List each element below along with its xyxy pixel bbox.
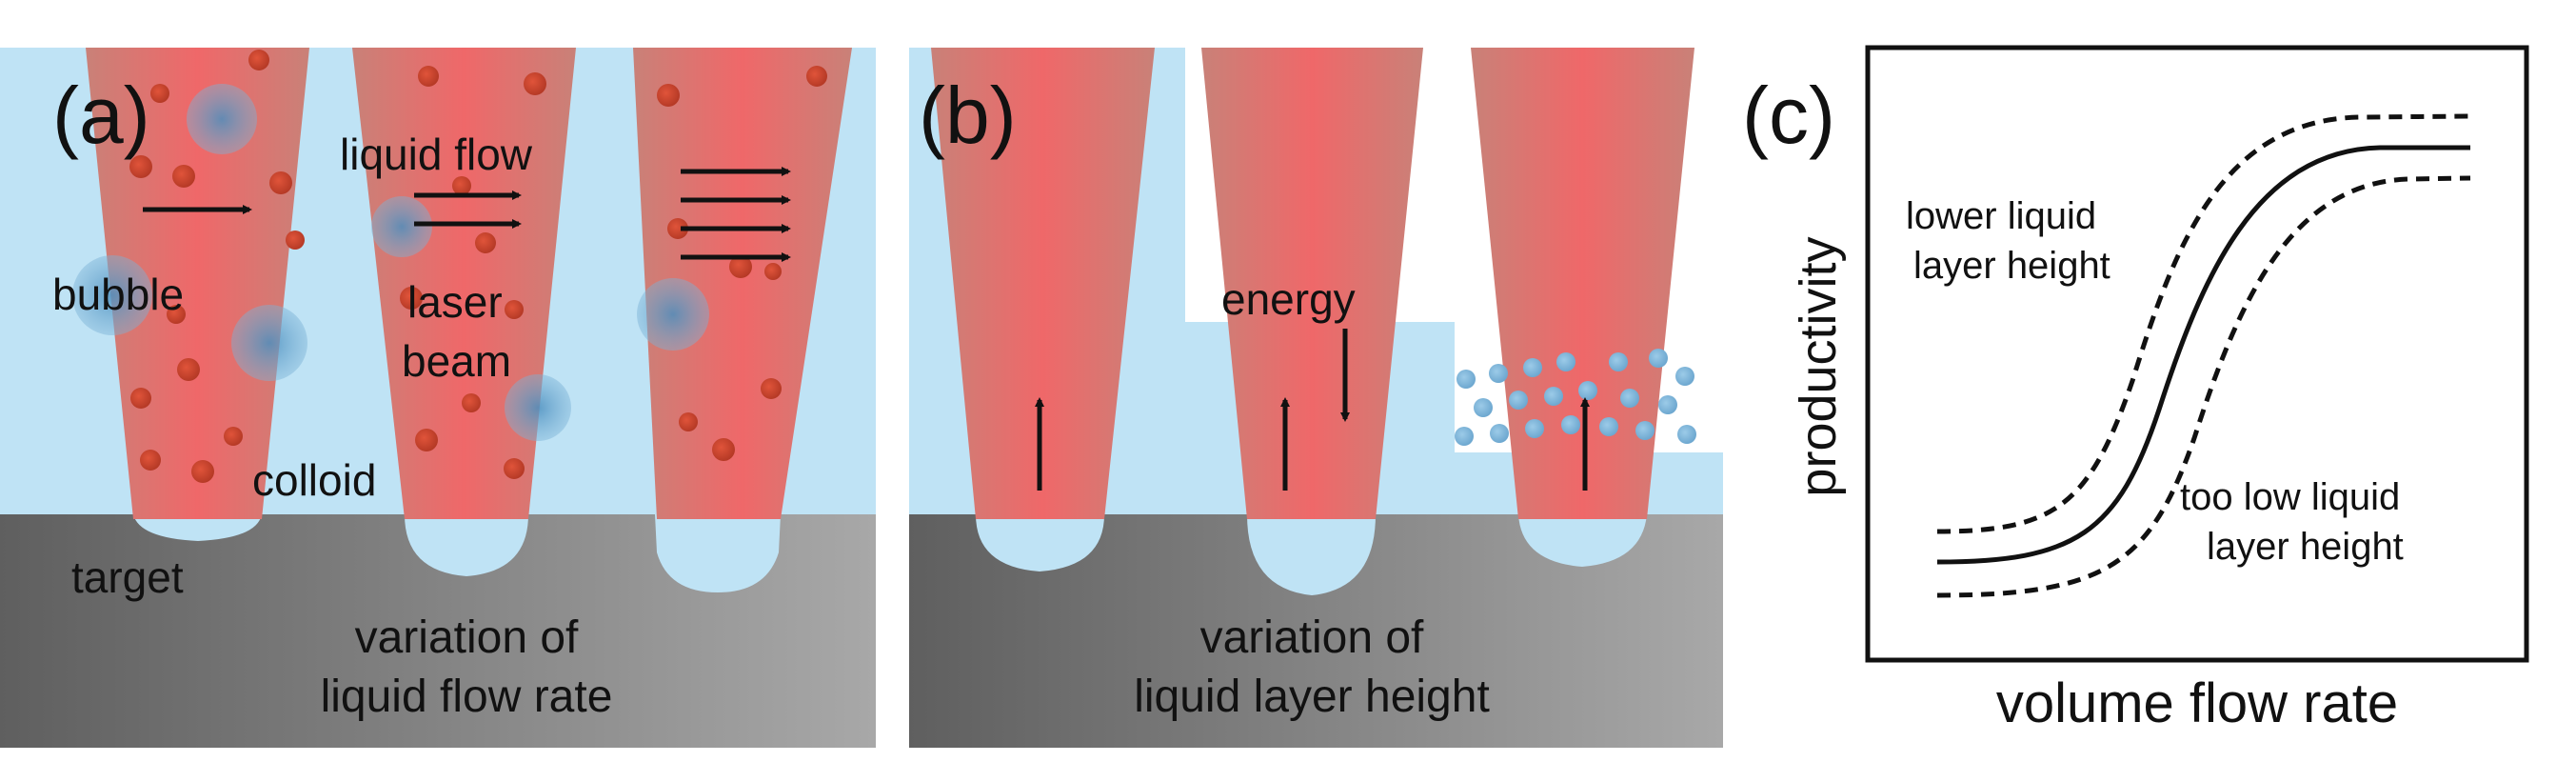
colloid-particle — [679, 412, 698, 431]
colloid-particle — [504, 458, 525, 479]
droplet — [1456, 370, 1476, 389]
shielding-bubbles — [1455, 349, 1696, 446]
droplet — [1675, 367, 1694, 386]
laser-beam — [1201, 48, 1423, 519]
y-axis-label: productivity — [1790, 236, 1847, 496]
crater — [1247, 514, 1376, 595]
annotation-upper-line2: layer height — [1913, 245, 2110, 287]
crater — [405, 514, 528, 576]
crater — [1518, 514, 1647, 567]
colloid-particle — [418, 66, 439, 87]
droplet — [1556, 352, 1575, 371]
droplet — [1561, 415, 1580, 434]
caption-b-line1: variation of — [1200, 612, 1424, 663]
colloid-particle — [764, 263, 782, 280]
colloid-particle — [269, 171, 292, 194]
droplet — [1620, 389, 1639, 408]
droplet — [1489, 364, 1508, 383]
x-axis-label: volume flow rate — [1996, 672, 2398, 734]
colloid-particle — [462, 393, 481, 412]
colloid-particle — [286, 231, 305, 250]
droplet — [1455, 427, 1474, 446]
crater — [976, 514, 1104, 571]
caption-a-line2: liquid flow rate — [321, 672, 613, 722]
curve-lower-liquid-layer — [1936, 113, 2471, 534]
colloid-particle — [400, 287, 423, 310]
droplet — [1490, 424, 1509, 443]
droplet — [1474, 398, 1493, 417]
colloid-particle — [657, 84, 680, 107]
colloid-particle — [129, 155, 152, 178]
label-beam: beam — [402, 336, 511, 386]
colloid-particle — [140, 450, 161, 471]
colloid-particle — [712, 438, 735, 461]
colloid-particle — [167, 305, 186, 324]
cavitation-bubble — [187, 84, 257, 154]
droplet — [1677, 425, 1696, 444]
colloid-particle — [248, 50, 269, 70]
colloid-particle — [224, 427, 243, 446]
label-colloid: colloid — [252, 455, 376, 505]
droplet — [1509, 391, 1528, 410]
caption-b-line2: liquid layer height — [1134, 672, 1490, 722]
colloid-particle — [191, 460, 214, 483]
cavitation-bubble — [72, 255, 152, 335]
colloid-particle — [452, 176, 471, 195]
colloid-particle — [177, 358, 200, 381]
droplet — [1523, 358, 1542, 377]
crater — [655, 514, 781, 592]
droplet — [1544, 387, 1563, 406]
colloid-particle — [524, 72, 546, 95]
colloid-particle — [761, 378, 782, 399]
panel-letter-b: (b) — [919, 70, 1017, 160]
droplet — [1599, 417, 1618, 436]
droplet — [1578, 381, 1597, 400]
curve-reference — [1936, 145, 2470, 565]
cavitation-bubble — [637, 278, 709, 351]
crater — [133, 514, 262, 541]
panel-letter-a: (a) — [52, 70, 150, 160]
droplet — [1525, 419, 1544, 438]
colloid-particle — [415, 429, 438, 451]
panel-letter-c: (c) — [1742, 70, 1835, 160]
cavitation-bubble — [231, 305, 307, 381]
droplet — [1658, 395, 1677, 414]
droplet — [1609, 352, 1628, 371]
cavitation-bubble — [505, 374, 571, 441]
flow-arrows — [143, 167, 791, 262]
energy-arrows — [1035, 329, 1590, 491]
colloid-particle — [667, 218, 688, 239]
label-target: target — [71, 552, 184, 602]
colloid-particle — [475, 232, 496, 253]
cavitation-bubble — [371, 196, 432, 257]
panel-a: (a) liquid flow bubble laser beam colloi… — [0, 48, 876, 748]
label-bubble: bubble — [52, 270, 184, 319]
panel-b: (b) energy variation of liquid layer hei… — [909, 48, 1723, 748]
colloid-particle — [806, 66, 827, 87]
colloid-particle — [505, 300, 524, 319]
annotation-upper-line1: lower liquid — [1906, 195, 2096, 237]
laser-beam — [633, 48, 852, 519]
colloid-particle — [729, 255, 752, 278]
laser-beam — [931, 48, 1155, 519]
annotation-lower-line2: layer height — [2207, 526, 2404, 568]
plot-frame — [1865, 45, 2529, 663]
droplet — [1649, 349, 1668, 368]
label-energy: energy — [1221, 274, 1356, 324]
colloid-particle — [172, 165, 195, 188]
caption-a-line1: variation of — [355, 612, 579, 663]
droplet — [1635, 421, 1655, 440]
label-liquid-flow: liquid flow — [340, 130, 533, 179]
label-laser: laser — [407, 277, 503, 327]
colloid-particle — [150, 84, 169, 103]
panel-c: (c) lower liquid layer height too low li… — [1742, 45, 2529, 734]
colloid-particle — [130, 388, 151, 409]
curve-too-low-liquid-layer — [1936, 175, 2471, 598]
colloid-particles — [129, 50, 827, 483]
annotation-lower-line1: too low liquid — [2180, 476, 2400, 518]
